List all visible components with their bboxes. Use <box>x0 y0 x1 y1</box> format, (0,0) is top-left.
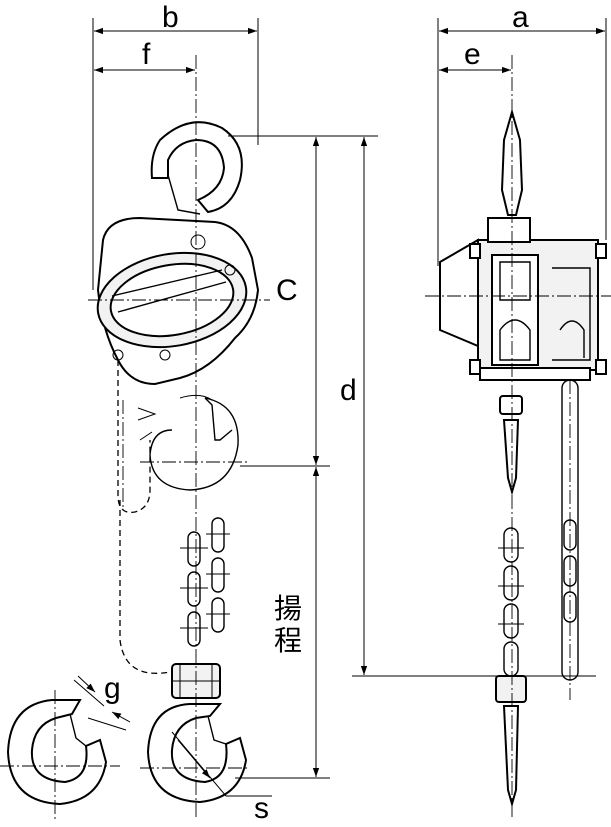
dimension-lines <box>73 18 607 797</box>
label-a: a <box>512 1 529 34</box>
label-c: C <box>276 274 298 307</box>
hand-chain-loop <box>117 350 151 514</box>
hook-throat-detail <box>0 690 120 820</box>
bottom-hook <box>146 703 248 804</box>
label-g: g <box>104 672 121 705</box>
label-f: f <box>142 38 151 71</box>
label-e: e <box>464 38 481 71</box>
label-d: d <box>340 374 357 407</box>
front-view <box>88 55 270 820</box>
label-b: b <box>162 1 179 34</box>
label-s: s <box>254 792 269 825</box>
load-chain-front <box>180 517 230 647</box>
load-chain-side <box>495 395 527 808</box>
load-hook-upper <box>137 394 239 491</box>
dimension-labels: b f a e C d g s 揚 程 <box>104 1 529 825</box>
side-view <box>425 55 611 820</box>
label-lift-char-1: 揚 <box>274 592 302 625</box>
hoist-body <box>96 216 260 386</box>
label-lift-char-2: 程 <box>274 624 302 657</box>
